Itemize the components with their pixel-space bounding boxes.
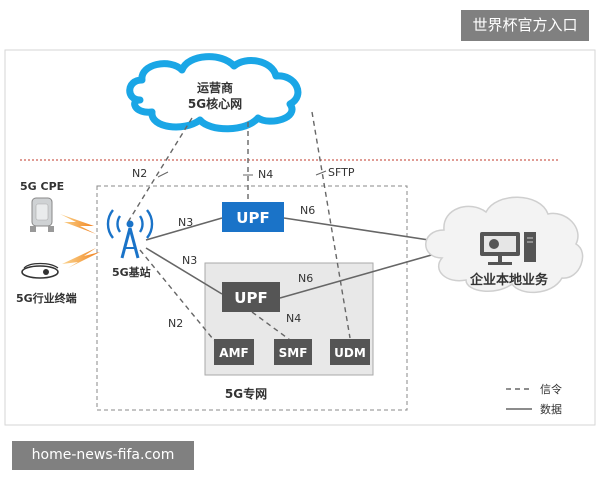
computer-icon [480, 232, 536, 265]
link-n4-smf [251, 311, 291, 341]
upf-node-edge[interactable]: UPF [222, 202, 284, 232]
label-n6-core: N6 [298, 272, 313, 285]
bottom-watermark[interactable]: home-news-fifa.com [12, 441, 194, 470]
legend: 信令 数据 [506, 382, 562, 416]
cpe-label: 5G CPE [20, 180, 64, 193]
private-network-box [96, 185, 408, 411]
operator-cloud-line2: 5G核心网 [188, 96, 242, 111]
terminal-label: 5G行业终端 [16, 291, 77, 305]
link-n3-upf-top [145, 217, 223, 241]
cpe-signal-bolt [60, 214, 96, 234]
enterprise-label: 企业本地业务 [469, 272, 549, 288]
link-n6-upf-core [279, 251, 443, 299]
terminal-signal-bolt [62, 248, 100, 268]
label-n2-core: N2 [168, 317, 183, 330]
label-sftp: SFTP [328, 166, 355, 179]
operator-cloud: 运营商 5G核心网 [126, 53, 302, 133]
amf-label: AMF [219, 346, 248, 360]
top-watermark[interactable]: 世界杯官方入口 [461, 10, 589, 41]
link-sftp-cloud [311, 111, 351, 339]
link-n6-upf-top [283, 217, 443, 243]
label-n3-core: N3 [182, 254, 197, 267]
cpe-device-icon [30, 197, 54, 232]
sftp-tick-mark [315, 170, 327, 176]
link-n3-upf-core [145, 247, 223, 295]
operator-cloud-line1: 运营商 [197, 80, 233, 95]
link-n2-cloud [127, 117, 193, 223]
link-n2-amf [139, 249, 223, 351]
upf-node-core[interactable]: UPF [222, 282, 280, 312]
label-n4-top: N4 [258, 168, 273, 181]
legend-signaling-label: 信令 [540, 382, 562, 396]
private-network-label: 5G专网 [225, 386, 267, 401]
smf-node[interactable]: SMF [274, 339, 312, 365]
upf-core-label: UPF [234, 289, 267, 307]
n2-tick-mark [157, 171, 169, 178]
label-n2-top: N2 [132, 167, 147, 180]
amf-node[interactable]: AMF [214, 339, 254, 365]
udm-node[interactable]: UDM [330, 339, 370, 365]
label-n4-core: N4 [286, 312, 301, 325]
base-station-icon [106, 209, 154, 259]
smf-label: SMF [279, 346, 308, 360]
terminal-device-icon [21, 262, 59, 279]
label-n3-top: N3 [178, 216, 193, 229]
base-station-label: 5G基站 [112, 265, 151, 279]
upf-edge-label: UPF [236, 209, 269, 227]
label-n6-top: N6 [300, 204, 315, 217]
legend-data-label: 数据 [540, 402, 562, 416]
udm-label: UDM [334, 346, 366, 360]
